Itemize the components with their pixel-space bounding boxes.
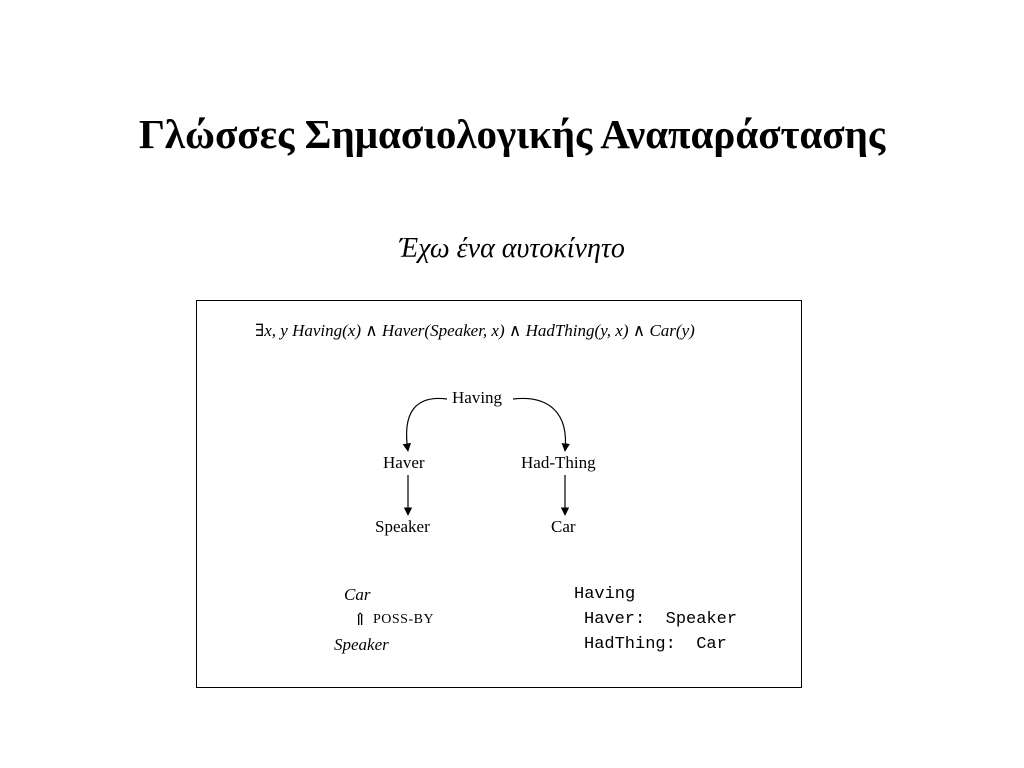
- frame-name: Having: [574, 585, 636, 604]
- graph-edges: [402, 397, 570, 516]
- edge-having-hadthing: [512, 397, 570, 452]
- frame-slot-haver: Haver: Speaker: [584, 610, 738, 629]
- node-car: Car: [549, 517, 578, 537]
- slide-subtitle: Έχω ένα αυτοκίνητο: [399, 233, 625, 264]
- slide-title: Γλώσσες Σημασιολογικής Αναπαράστασης: [138, 111, 886, 157]
- frame-slot-hadthing: HadThing: Car: [584, 635, 727, 654]
- node-speaker: Speaker: [373, 517, 432, 537]
- cd-arrow-icon: ⇑: [353, 610, 368, 629]
- node-having: Having: [450, 388, 505, 408]
- representation-figure: ∃x, y Having(x) ∧ Haver(Speaker, x) ∧ Ha…: [196, 300, 802, 688]
- cd-speaker: Speaker: [334, 635, 389, 654]
- cd-relation: POSS-BY: [373, 612, 435, 627]
- node-haver: Haver: [381, 453, 427, 473]
- cd-car: Car: [344, 585, 371, 604]
- logic-formula: ∃x, y Having(x) ∧ Haver(Speaker, x) ∧ Ha…: [255, 321, 695, 340]
- edge-having-haver: [402, 397, 448, 452]
- node-had-thing: Had-Thing: [519, 453, 598, 473]
